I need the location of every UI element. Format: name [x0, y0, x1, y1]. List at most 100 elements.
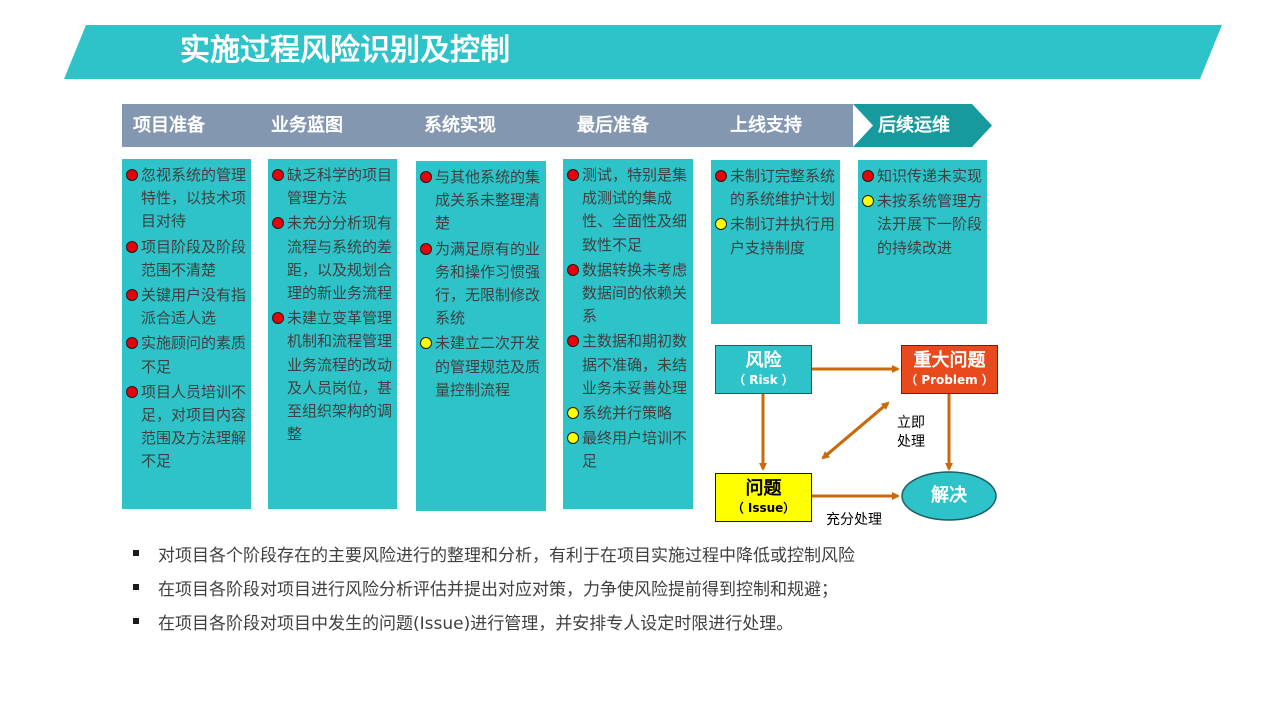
problem-label: 重大问题 [913, 350, 986, 371]
risk-box: 风险 （ Risk ） [715, 345, 812, 394]
red-dot-icon [272, 312, 284, 325]
risk-item: 测试，特别是集成测试的集成性、全面性及细致性不足 [567, 164, 689, 257]
red-dot-icon [567, 169, 579, 181]
risk-column: 忽视系统的管理特性，以技术项目对待项目阶段及阶段范围不清楚关键用户没有指派合适人… [122, 159, 251, 509]
resolve-label: 解决 [931, 485, 967, 506]
title-banner-shape [64, 25, 1222, 79]
yellow-dot-icon [715, 218, 727, 231]
risk-column: 与其他系统的集成关系未整理清楚为满足原有的业务和操作习惯强行，无限制修改系统未建… [416, 161, 546, 511]
bullet-item: 在项目各阶段对项目中发生的问题(Issue)进行管理，并安排专人设定时限进行处理… [133, 604, 855, 638]
risk-item: 缺乏科学的项目管理方法 [272, 164, 393, 210]
issue-box: 问题 （ Issue） [715, 473, 812, 522]
yellow-dot-icon [567, 432, 579, 445]
risk-item-text: 与其他系统的集成关系未整理清楚 [435, 168, 541, 233]
risk-item-text: 未建立变革管理机制和流程管理业务流程的改动及人员岗位，甚至组织架构的调整 [287, 309, 393, 444]
bullet-text: 在项目各阶段对项目中发生的问题(Issue)进行管理，并安排专人设定时限进行处理… [158, 613, 794, 634]
risk-item: 实施顾问的素质不足 [126, 332, 247, 378]
risk-label: 风险 [745, 350, 782, 371]
immediate-label: 立即处理 [897, 415, 925, 450]
risk-item-text: 未按系统管理方法开展下一阶段的持续改进 [877, 192, 983, 257]
red-dot-icon [715, 170, 727, 182]
risk-item-text: 未充分分析现有流程与系统的差距，以及规划合理的新业务流程 [287, 214, 393, 303]
title-banner [64, 25, 1222, 79]
red-dot-icon [420, 242, 432, 255]
risk-item-text: 未建立二次开发的管理规范及质量控制流程 [435, 334, 541, 399]
risk-item: 未建立变革管理机制和流程管理业务流程的改动及人员岗位，甚至组织架构的调整 [272, 307, 393, 446]
risk-item-text: 主数据和期初数据不准确，未结业务未妥善处理 [582, 332, 688, 397]
red-dot-icon [272, 217, 284, 230]
risk-item: 未按系统管理方法开展下一阶段的持续改进 [862, 190, 983, 260]
problem-sub: （ Problem ） [905, 373, 994, 387]
risk-item: 数据转换未考虑数据间的依赖关系 [567, 259, 689, 329]
risk-item-text: 系统并行策略 [582, 404, 673, 423]
red-dot-icon [272, 169, 284, 181]
bullet-list: 对项目各个阶段存在的主要风险进行的整理和分析，有利于在项目实施过程中降低或控制风… [133, 536, 855, 638]
phase-label: 系统实现 [424, 115, 496, 136]
yellow-dot-icon [420, 337, 432, 350]
risk-item: 系统并行策略 [567, 402, 689, 425]
risk-item: 为满足原有的业务和操作习惯强行，无限制修改系统 [420, 238, 542, 331]
arrow-issue-problem-down [821, 401, 889, 460]
red-dot-icon [126, 289, 138, 302]
risk-column: 知识传递未实现未按系统管理方法开展下一阶段的持续改进 [858, 160, 987, 324]
risk-item-text: 关键用户没有指派合适人选 [141, 286, 247, 328]
risk-item: 未建立二次开发的管理规范及质量控制流程 [420, 332, 542, 402]
risk-column: 未制订完整系统的系统维护计划未制订并执行用户支持制度 [711, 160, 840, 324]
risk-item: 忽视系统的管理特性，以技术项目对待 [126, 164, 247, 234]
yellow-dot-icon [567, 407, 579, 420]
issue-sub: （ Issue） [731, 501, 796, 515]
risk-column: 测试，特别是集成测试的集成性、全面性及细致性不足数据转换未考虑数据间的依赖关系主… [563, 159, 693, 509]
full-handle-label: 充分处理 [826, 512, 882, 528]
risk-item-text: 未制订并执行用户支持制度 [730, 215, 836, 257]
risk-item-text: 未制订完整系统的系统维护计划 [730, 167, 836, 209]
phase-label: 业务蓝图 [271, 115, 343, 136]
red-dot-icon [567, 335, 579, 348]
risk-item: 与其他系统的集成关系未整理清楚 [420, 166, 542, 236]
risk-column: 缺乏科学的项目管理方法未充分分析现有流程与系统的差距，以及规划合理的新业务流程未… [268, 159, 397, 509]
risk-item: 关键用户没有指派合适人选 [126, 284, 247, 330]
risk-item-text: 缺乏科学的项目管理方法 [287, 166, 393, 208]
red-dot-icon [420, 171, 432, 183]
red-dot-icon [126, 240, 138, 253]
bullet-square-icon [133, 584, 139, 590]
risk-sub: （ Risk ） [733, 373, 794, 387]
risk-item: 未制订完整系统的系统维护计划 [715, 165, 836, 211]
issue-label: 问题 [745, 478, 782, 499]
risk-item: 项目人员培训不足，对项目内容范围及方法理解不足 [126, 381, 247, 474]
risk-item-text: 测试，特别是集成测试的集成性、全面性及细致性不足 [582, 166, 688, 254]
red-dot-icon [126, 385, 138, 398]
red-dot-icon [126, 169, 138, 181]
bullet-item: 对项目各个阶段存在的主要风险进行的整理和分析，有利于在项目实施过程中降低或控制风… [133, 536, 855, 570]
resolve-ellipse-shape [901, 471, 997, 521]
bullet-square-icon [133, 550, 139, 556]
bullet-square-icon [133, 618, 139, 624]
red-dot-icon [567, 263, 579, 276]
risk-item: 未充分分析现有流程与系统的差距，以及规划合理的新业务流程 [272, 212, 393, 305]
phase-active-chevron [853, 104, 992, 147]
red-dot-icon [126, 337, 138, 350]
risk-item-text: 数据转换未考虑数据间的依赖关系 [582, 260, 688, 326]
risk-item-text: 实施顾问的素质不足 [141, 334, 247, 376]
resolve-ellipse: 解决 [902, 472, 996, 520]
problem-box: 重大问题 （ Problem ） [901, 345, 998, 394]
risk-item-text: 知识传递未实现 [877, 167, 983, 185]
bullet-text: 在项目各阶段对项目进行风险分析评估并提出对应对策，力争使风险提前得到控制和规避； [158, 579, 838, 600]
risk-item-text: 项目阶段及阶段范围不清楚 [141, 237, 247, 279]
risk-item-text: 项目人员培训不足，对项目内容范围及方法理解不足 [141, 382, 247, 471]
risk-item: 最终用户培训不足 [567, 427, 689, 473]
red-dot-icon [862, 170, 874, 182]
phase-label: 最后准备 [577, 115, 649, 136]
risk-item: 项目阶段及阶段范围不清楚 [126, 236, 247, 282]
bullet-text: 对项目各个阶段存在的主要风险进行的整理和分析，有利于在项目实施过程中降低或控制风… [158, 545, 855, 566]
risk-item: 未制订并执行用户支持制度 [715, 213, 836, 259]
risk-item-text: 为满足原有的业务和操作习惯强行，无限制修改系统 [435, 239, 541, 328]
phase-bar [122, 104, 992, 147]
yellow-dot-icon [862, 195, 874, 208]
risk-item-text: 忽视系统的管理特性，以技术项目对待 [141, 166, 247, 231]
phase-label: 后续运维 [878, 115, 950, 136]
risk-item: 主数据和期初数据不准确，未结业务未妥善处理 [567, 330, 689, 400]
risk-item: 知识传递未实现 [862, 165, 983, 188]
phase-label: 项目准备 [133, 115, 205, 136]
risk-item-text: 最终用户培训不足 [582, 429, 688, 471]
